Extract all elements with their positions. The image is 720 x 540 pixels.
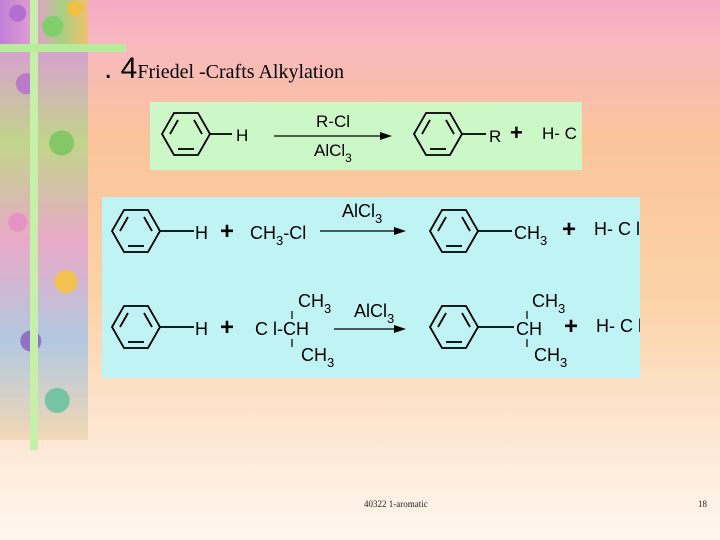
examples-diagram: H + CH3-Cl AlCl3 CH3 + H- C l H + CH3 [110,201,642,370]
methyl-byproduct: H- C l [594,219,640,239]
isopropyl-reagent-top: CH3 [298,291,331,316]
horizontal-accent-bar [0,44,126,52]
isopropyl-byproduct: H- C l [596,316,640,336]
plus-sign: + [220,218,234,245]
isopropyl-product-top: CH3 [532,291,565,316]
plus-sign: + [510,120,523,145]
product-substituent: R [489,127,501,146]
slide-title-text: Friedel -Crafts Alkylation [137,61,344,83]
byproduct-label: H- C l [542,124,582,143]
catalyst-label: AlCl3 [314,141,352,165]
reaction-arrow-icon [334,325,406,333]
methyl-left-substituent: H [195,223,208,243]
benzene-ring-icon [412,112,486,156]
reaction-arrow-icon [320,227,406,235]
slide-title: . 4Friedel -Crafts Alkylation [104,52,344,86]
benzene-ring-icon [110,305,194,349]
plus-sign: + [562,216,576,243]
plus-sign: + [220,314,234,341]
general-reaction-diagram: H R-Cl AlCl3 R + H- C l [160,112,585,165]
benzene-ring-icon [110,209,194,253]
isopropyl-left-substituent: H [195,319,208,339]
benzene-ring-icon [428,209,512,253]
benzene-ring-icon [428,305,514,349]
isopropyl-catalyst: AlCl3 [354,301,394,326]
isopropyl-product-middle: CH [516,319,542,339]
examples-panel: H + CH3-Cl AlCl3 CH3 + H- C l H + CH3 [102,197,642,378]
methyl-catalyst: AlCl3 [342,201,382,226]
isopropyl-reagent-bottom: CH3 [301,345,334,370]
corner-decoration [0,0,88,44]
plus-sign: + [564,313,578,340]
isopropyl-product-bottom: CH3 [534,345,567,370]
side-decoration-strip [0,44,88,440]
general-reaction-panel: H R-Cl AlCl3 R + H- C l [150,102,585,170]
left-substituent: H [236,126,248,145]
slide-number-prefix: . 4 [104,52,138,85]
footer-label: 40322 1-aromatic [364,499,428,509]
vertical-accent-bar [30,0,38,450]
benzene-ring-icon [160,112,232,156]
page-number: 18 [698,499,707,509]
reaction-arrow-icon [274,132,392,140]
methyl-reagent: CH3-Cl [250,223,306,248]
isopropyl-reagent-middle: C l-CH [255,319,309,339]
methyl-product: CH3 [514,223,547,248]
reagent-label: R-Cl [316,112,350,131]
